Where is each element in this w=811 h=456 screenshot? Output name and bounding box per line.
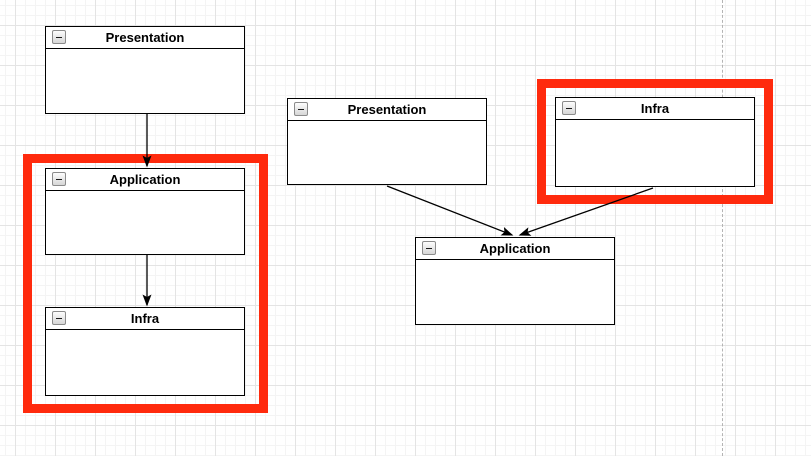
collapse-minus-icon[interactable] bbox=[52, 172, 66, 186]
node-title: Application bbox=[109, 172, 181, 187]
collapse-minus-icon[interactable] bbox=[52, 311, 66, 325]
node-title: Presentation bbox=[347, 102, 427, 117]
collapse-minus-icon[interactable] bbox=[422, 241, 436, 255]
minus-glyph bbox=[56, 317, 62, 320]
node-title: Presentation bbox=[105, 30, 185, 45]
page-boundary-divider bbox=[722, 0, 723, 456]
minus-glyph bbox=[566, 107, 572, 110]
minus-glyph bbox=[56, 36, 62, 39]
node-title: Infra bbox=[130, 311, 160, 326]
node-left-infra[interactable]: Infra bbox=[45, 307, 245, 396]
node-titlebar: Infra bbox=[556, 98, 754, 120]
edge-mid-presentation-to-application[interactable] bbox=[386, 185, 514, 236]
node-titlebar: Application bbox=[416, 238, 614, 260]
node-titlebar: Presentation bbox=[46, 27, 244, 49]
edge-right-infra-to-application[interactable] bbox=[518, 187, 654, 236]
node-title: Application bbox=[479, 241, 551, 256]
node-title: Infra bbox=[640, 101, 670, 116]
node-titlebar: Infra bbox=[46, 308, 244, 330]
node-left-presentation[interactable]: Presentation bbox=[45, 26, 245, 114]
node-right-infra[interactable]: Infra bbox=[555, 97, 755, 187]
minus-glyph bbox=[56, 178, 62, 181]
highlight-right-infra[interactable] bbox=[537, 79, 773, 204]
node-mid-presentation[interactable]: Presentation bbox=[287, 98, 487, 185]
node-left-application[interactable]: Application bbox=[45, 168, 245, 255]
collapse-minus-icon[interactable] bbox=[294, 102, 308, 116]
collapse-minus-icon[interactable] bbox=[52, 30, 66, 44]
node-titlebar: Application bbox=[46, 169, 244, 191]
minus-glyph bbox=[426, 247, 432, 250]
collapse-minus-icon[interactable] bbox=[562, 101, 576, 115]
node-center-application[interactable]: Application bbox=[415, 237, 615, 325]
node-titlebar: Presentation bbox=[288, 99, 486, 121]
minus-glyph bbox=[298, 108, 304, 111]
